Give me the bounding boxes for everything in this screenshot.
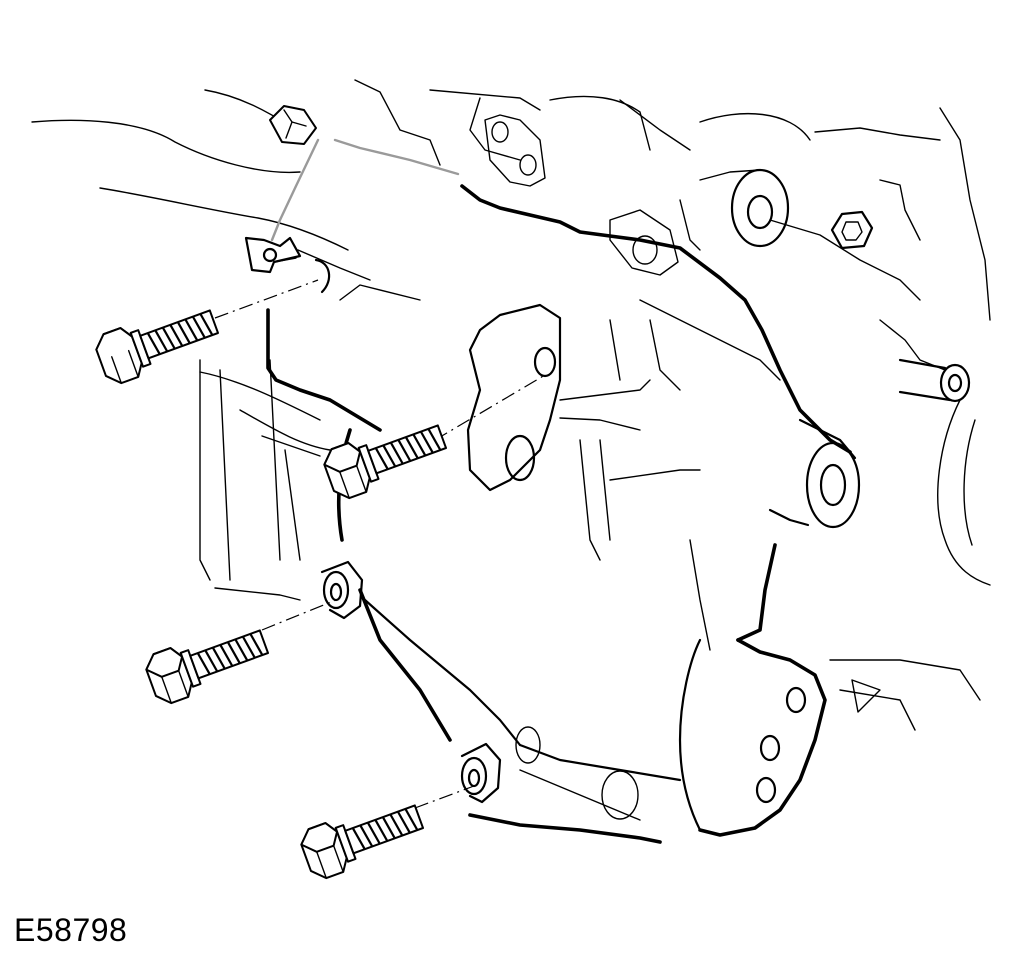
spacer-lower-icon: [460, 742, 502, 804]
spacer-upper-icon: [320, 560, 364, 620]
timing-cover: [266, 184, 852, 844]
bolt-icon: [300, 804, 425, 880]
bolt-icon: [95, 309, 220, 385]
upper-bore: [314, 258, 331, 294]
upper-bracket: [484, 114, 679, 276]
bolt-icon: [145, 629, 270, 705]
lower-arm: [363, 598, 682, 821]
figure-id-label: E58798: [14, 912, 128, 948]
lower-pulley: [678, 638, 881, 837]
hidden-outline: [270, 138, 460, 242]
right-boss: [768, 418, 861, 529]
cover-detail: [466, 299, 781, 651]
top-hex-nut-icon: [269, 105, 317, 145]
engine-block-outline: [31, 79, 991, 731]
bolt-axis-lines: [214, 279, 546, 809]
right-dowel: [898, 358, 971, 403]
bracket-icon: [244, 236, 302, 274]
bolt-icon: [323, 424, 448, 500]
upper-boss: [679, 168, 790, 251]
right-hex-nut-icon: [830, 210, 874, 250]
